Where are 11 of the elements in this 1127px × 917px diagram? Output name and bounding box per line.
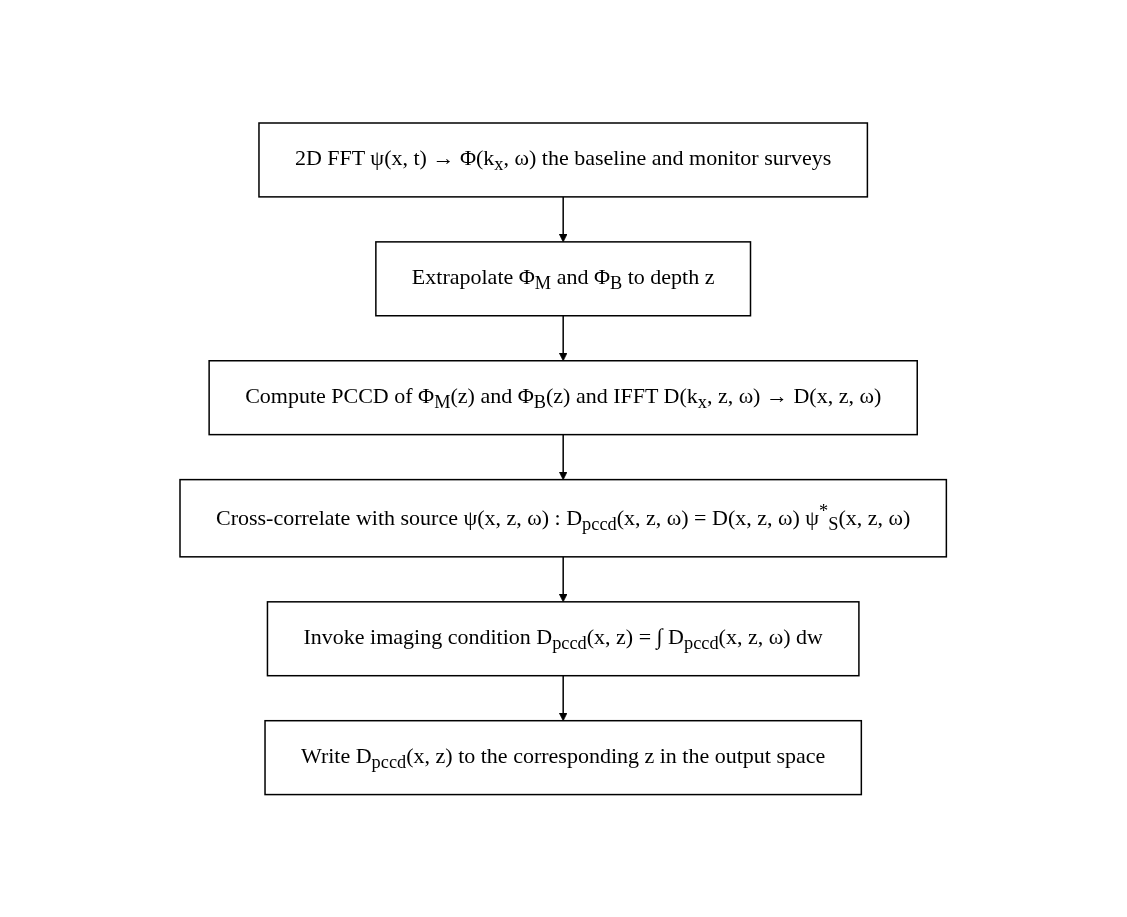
node-box: Compute PCCD of Φ$_{M}$(z) and Φ$_{B}$(z) and IFFT D(k$_{x}$, z, ω) → D(x, z, ω) xyxy=(208,359,919,436)
node-box: Invoke imaging condition D$_{pccd}$(x, z) = ∫ D$_{pccd}$(x, z, ω) dw xyxy=(267,600,860,677)
node-box: 2D FFT ψ(x, t) → Φ(k$_{x}$, ω) the baseline and monitor surveys xyxy=(258,121,869,198)
arrow xyxy=(559,433,568,480)
node-box: Write D$_{pccd}$(x, z) to the corresponding z in the output space xyxy=(264,719,863,796)
arrow xyxy=(559,314,568,361)
arrow xyxy=(559,555,568,602)
node-box: Cross-correlate with source ψ(x, z, ω) : D$_{pccd}$(x, z, ω) = D(x, z, ω) ψ$^{*}$$_{S}$(x, z, ω) xyxy=(179,478,948,558)
node-box: Extrapolate Φ$_{M}$ and Φ$_{B}$ to depth z xyxy=(375,240,752,317)
arrow xyxy=(559,674,568,721)
arrow xyxy=(559,195,568,242)
